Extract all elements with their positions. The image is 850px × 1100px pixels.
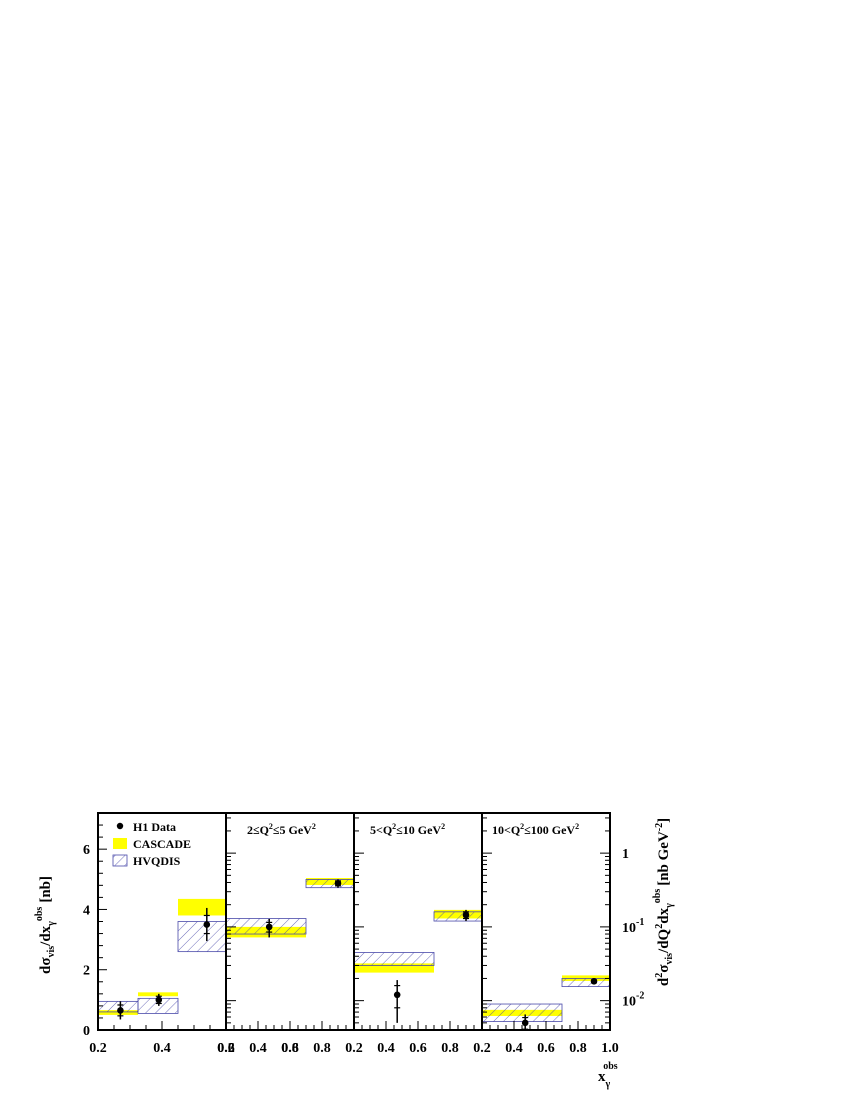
data-point [334, 879, 342, 887]
panel-frame [353, 812, 483, 1031]
data-point [155, 996, 163, 1004]
data-point [590, 977, 598, 985]
data-point [265, 923, 273, 931]
x-tick-label: 0.4 [153, 1041, 171, 1056]
legend: H1 Data CASCADE HVQDIS [112, 820, 191, 868]
panel-title-q2-bin-2: 5<Q2≤10 GeV2 [370, 822, 445, 837]
x-axis-label: xγobs [598, 1061, 618, 1090]
hvqdis-band [561, 978, 611, 988]
x-tick-label: 0.6 [281, 1041, 299, 1056]
legend-label-hvqdis: HVQDIS [133, 854, 181, 868]
x-tick-label: 0.8 [281, 1041, 299, 1056]
data-point [462, 911, 470, 919]
x-tick-label: 0.8 [441, 1041, 459, 1056]
y-tick-label: 0 [83, 1024, 90, 1039]
y-tick-label: 6 [83, 843, 90, 858]
data-point [117, 1007, 124, 1014]
legend-data-marker [116, 822, 124, 830]
legend-label-data: H1 Data [133, 820, 176, 834]
x-tick-label: 0.4 [249, 1041, 267, 1056]
x-tick-label: 0.4 [377, 1041, 395, 1056]
legend-label-cascade: CASCADE [133, 837, 191, 851]
y-tick-label-right: 10-1 [622, 917, 644, 936]
data-point [521, 1019, 529, 1027]
y-axis-label-left: dσvis/dxγobs[nb] [34, 876, 57, 974]
y-tick-label-right: 1 [622, 847, 629, 862]
x-tick-label: 0.4 [505, 1041, 523, 1056]
x-tick-label: 0.8 [313, 1041, 331, 1056]
legend-cascade-swatch [113, 838, 127, 849]
cascade-band [178, 898, 226, 916]
x-tick-label: 0.2 [473, 1041, 491, 1056]
x-tick-label: 1.0 [601, 1041, 619, 1056]
hvqdis-band [177, 921, 227, 953]
panel-title-q2-bin-1: 2≤Q2≤5 GeV2 [247, 822, 316, 837]
panel-title-q2-bin-3: 10<Q2≤100 GeV2 [492, 822, 579, 837]
legend-hvqdis-swatch [112, 854, 128, 867]
y-axis-label-right: d2σvis/dQ2dxγobs[nb GeV-2] [652, 818, 675, 986]
hvqdis-band [305, 879, 355, 889]
x-tick-label: 0.6 [217, 1041, 235, 1056]
data-point [393, 991, 401, 999]
hvqdis-band [433, 911, 483, 922]
x-tick-label: 0.6 [409, 1041, 427, 1056]
x-tick-label: 0.8 [569, 1041, 587, 1056]
cascade-band [354, 963, 434, 973]
x-tick-label: 0.6 [537, 1041, 555, 1056]
data-point [203, 921, 211, 928]
x-tick-label: 0.2 [89, 1041, 107, 1056]
x-tick-label: 0.2 [217, 1041, 235, 1056]
hvqdis-band [481, 1003, 563, 1022]
x-tick-label: 0.2 [345, 1041, 363, 1056]
panel-frame [481, 812, 611, 1031]
cascade-band [138, 992, 178, 997]
y-tick-label: 2 [83, 964, 90, 979]
y-tick-label: 4 [83, 903, 90, 918]
hvqdis-band [353, 952, 435, 966]
y-tick-label-right: 10-2 [622, 991, 644, 1010]
